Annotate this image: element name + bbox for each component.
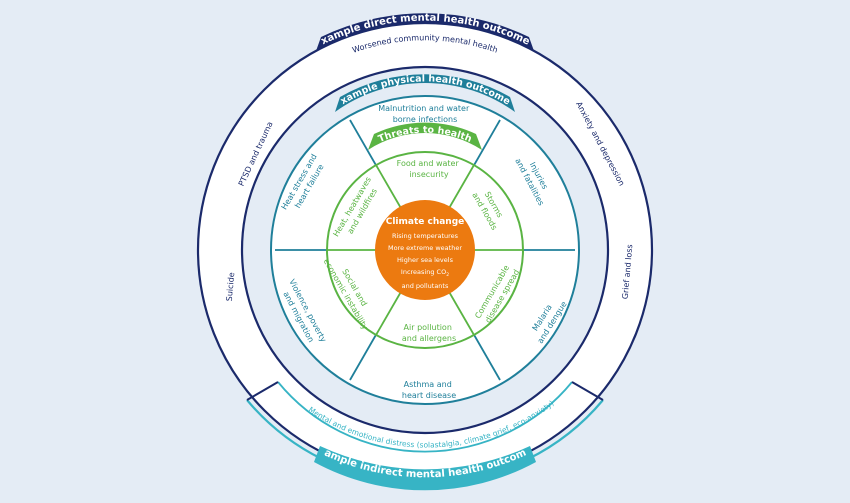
center-title: Climate change <box>386 217 465 227</box>
indirect-inner-arc <box>277 381 573 453</box>
indirect-title-banner <box>314 446 536 491</box>
center-line-5: and pollutants <box>402 282 449 290</box>
center-line-2: More extreme weather <box>388 244 462 252</box>
physical-top-label: Malnutrition and water borne infections <box>378 104 472 124</box>
threats-ring-dividers <box>327 164 523 336</box>
direct-ring-inner-border <box>240 65 610 435</box>
direct-title-banner <box>316 13 534 52</box>
physical-bottom-label: Asthma and heart disease <box>402 380 456 400</box>
threats-title-banner <box>368 122 482 150</box>
physical-title-banner <box>335 74 515 112</box>
direct-left-bottom-label: Suicide <box>225 272 236 302</box>
threat-bottom-label: Air pollution and allergens <box>402 323 456 343</box>
center-lines: Rising temperatures More extreme weather… <box>388 232 462 290</box>
direct-ring-divider-right <box>571 381 604 401</box>
center-line-1: Rising temperatures <box>392 232 459 240</box>
direct-outcomes-ring <box>198 23 652 477</box>
center-line-co2: Increasing CO2 <box>401 268 449 278</box>
direct-ring-divider-left <box>246 381 279 401</box>
physical-ring-dividers <box>275 119 575 381</box>
center-line-3: Higher sea levels <box>397 256 454 264</box>
threat-top-label: Food and water insecurity <box>397 159 462 179</box>
climate-change-center <box>375 200 475 300</box>
